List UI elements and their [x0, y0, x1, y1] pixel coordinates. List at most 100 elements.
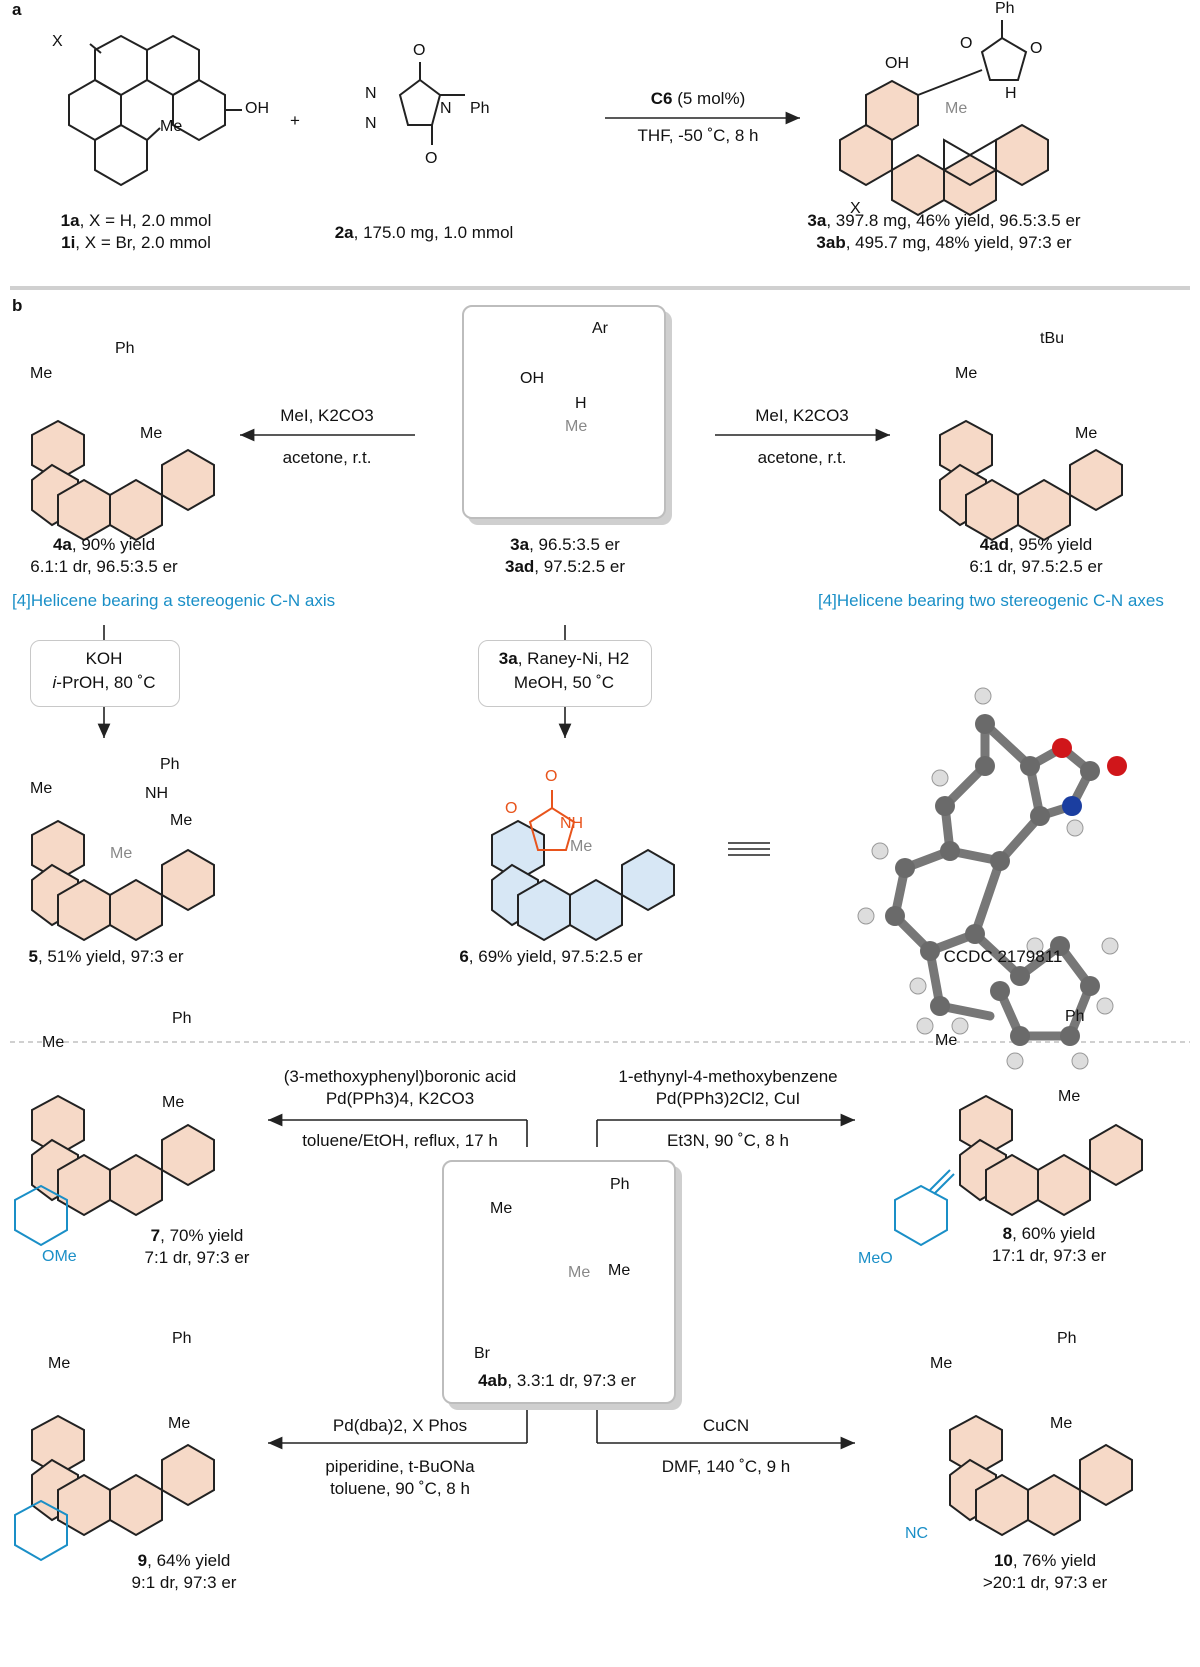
atom-me-n-4ab: Me: [608, 1262, 631, 1279]
cond-9-line3: toluene, 90 ˚C, 8 h: [330, 1479, 470, 1498]
urazole-3a: [917, 20, 1028, 96]
cond-raney-line2: MeOH, 50 ˚C: [513, 673, 615, 692]
atom-me-o-8: Me: [935, 1032, 958, 1049]
cond-7-line2: Pd(PPh3)4, K2CO3: [325, 1089, 475, 1108]
molecule-8: [959, 1094, 1143, 1217]
atom-o-6: O: [545, 768, 558, 785]
cond-a-bottom: THF, -50 ˚C, 8 h: [637, 126, 759, 145]
atom-o-bottom: O: [425, 150, 438, 167]
cond-9-line1: Pd(dba)2, X Phos: [332, 1416, 468, 1435]
atom-ph-3a: Ph: [995, 0, 1015, 17]
label-9-dr: 9:1 dr, 97:3 er: [131, 1573, 237, 1592]
label-4a: 4a, 90% yield: [52, 535, 156, 554]
methoxyphenyl-ring: [14, 1184, 68, 1247]
label-4ad: 4ad, 95% yield: [979, 535, 1093, 554]
label-4ab: 4ab, 3.3:1 dr, 97:3 er: [478, 1371, 636, 1390]
atom-me-o-4a: Me: [30, 365, 53, 382]
atom-o-3a: O: [960, 35, 973, 52]
atom-me-3a: Me: [945, 100, 968, 117]
atom-me-o-10: Me: [930, 1355, 953, 1372]
atom-me: Me: [160, 118, 183, 135]
atom-n1: N: [365, 85, 377, 102]
molecule-7: [31, 1094, 215, 1217]
cond-4a-top: MeI, K2CO3: [280, 406, 374, 425]
atom-x-3a: X: [850, 200, 861, 217]
label-5: 5, 51% yield, 97:3 er: [28, 947, 184, 966]
atom-me-4ab: Me: [568, 1264, 591, 1281]
substrate-box-3a: [462, 305, 666, 519]
substrate-box-4ab: [442, 1160, 676, 1404]
atom-me-o-9: Me: [48, 1355, 71, 1372]
molecule-9: [31, 1414, 215, 1537]
cond-koh-line1: KOH: [85, 649, 123, 668]
label-10-dr: >20:1 dr, 97:3 er: [982, 1573, 1108, 1592]
cond-8-line3: Et3N, 90 ˚C, 8 h: [667, 1131, 789, 1150]
atom-oh: OH: [245, 100, 269, 117]
cond-7-line1: (3-methoxyphenyl)boronic acid: [283, 1067, 517, 1086]
cond-9-line2: piperidine, t-BuONa: [325, 1457, 475, 1476]
atom-ph-4a: Ph: [115, 340, 135, 357]
atom-n-ph: N: [440, 100, 452, 117]
cond-8-line1: 1-ethynyl-4-methoxybenzene: [618, 1067, 838, 1086]
label-8-dr: 17:1 dr, 97:3 er: [991, 1246, 1107, 1265]
atom-me-n-5: Me: [170, 812, 193, 829]
label-4a-dr: 6.1:1 dr, 96.5:3.5 er: [30, 557, 178, 576]
label-6: 6, 69% yield, 97.5:2.5 er: [459, 947, 643, 966]
label-3ad-er: 3ad, 97.5:2.5 er: [504, 557, 626, 576]
atom-nh-5: NH: [145, 785, 169, 802]
atom-nh-6: NH: [560, 815, 584, 832]
atom-h-3a: H: [1005, 85, 1017, 102]
atom-ph-4ab: Ph: [610, 1176, 630, 1193]
cond-a-top: C6 (5 mol%): [650, 89, 746, 108]
blue-substituents: [14, 1169, 955, 1562]
atom-ph: Ph: [470, 100, 490, 117]
raney-conditions-box: [478, 640, 652, 707]
label-1a: 1a, X = H, 2.0 mmol: [60, 211, 212, 230]
crystal-structure-model: [857, 687, 1127, 1070]
atom-o-ring-6: O: [505, 800, 518, 817]
atom-meo-8: MeO: [858, 1250, 893, 1267]
atom-me-n-4ad: Me: [1075, 425, 1098, 442]
atom-ph-9: Ph: [172, 1330, 192, 1347]
anisyl-ring: [894, 1184, 948, 1247]
atom-me-n-7: Me: [162, 1094, 185, 1111]
label-3a: 3a, 397.8 mg, 46% yield, 96.5:3.5 er: [807, 211, 1081, 230]
label-7-dr: 7:1 dr, 97:3 er: [144, 1248, 250, 1267]
molecule-3a: [839, 79, 1049, 217]
cond-raney-line1: 3a, Raney-Ni, H2: [498, 649, 630, 668]
equivalence-sign: [728, 842, 770, 856]
molecule-5: [31, 819, 215, 942]
label-2a: 2a, 175.0 mg, 1.0 mmol: [334, 223, 514, 242]
atom-oh-3a-box: OH: [520, 370, 544, 387]
cond-10-line2: DMF, 140 ˚C, 9 h: [661, 1457, 791, 1476]
label-3a-er: 3a, 96.5:3.5 er: [510, 535, 620, 554]
atom-br-4ab: Br: [474, 1345, 490, 1362]
atom-ph-8: Ph: [1065, 1008, 1085, 1025]
atom-me-3a-box: Me: [565, 418, 588, 435]
cond-8-line2: Pd(PPh3)2Cl2, CuI: [655, 1089, 801, 1108]
atom-me-o-5: Me: [30, 780, 53, 797]
atom-ph-5: Ph: [160, 756, 180, 773]
atom-me-o-7: Me: [42, 1034, 65, 1051]
panel-label-b: b: [12, 296, 23, 315]
label-9: 9, 64% yield: [137, 1551, 231, 1570]
panel-label-a: a: [12, 0, 22, 19]
cond-4a-bottom: acetone, r.t.: [282, 448, 372, 467]
blue-caption-left: [4]Helicene bearing a stereogenic C-N ax…: [12, 591, 336, 610]
molecule-1: [68, 34, 242, 187]
atom-ph-7: Ph: [172, 1010, 192, 1027]
molecule-6: [491, 819, 675, 942]
atom-nc-10: NC: [905, 1525, 929, 1542]
atom-oh-3a: OH: [885, 55, 909, 72]
molecule-4ad: [939, 419, 1123, 542]
atom-me-n-8: Me: [1058, 1088, 1081, 1105]
atom-ome-7: OMe: [42, 1248, 77, 1265]
atom-me-n-4a: Me: [140, 425, 163, 442]
molecule-2a: [398, 62, 465, 145]
atom-me-n-9: Me: [168, 1415, 191, 1432]
atom-me-6: Me: [570, 838, 593, 855]
atom-me-n-10: Me: [1050, 1415, 1073, 1432]
plus-sign: +: [290, 111, 300, 130]
